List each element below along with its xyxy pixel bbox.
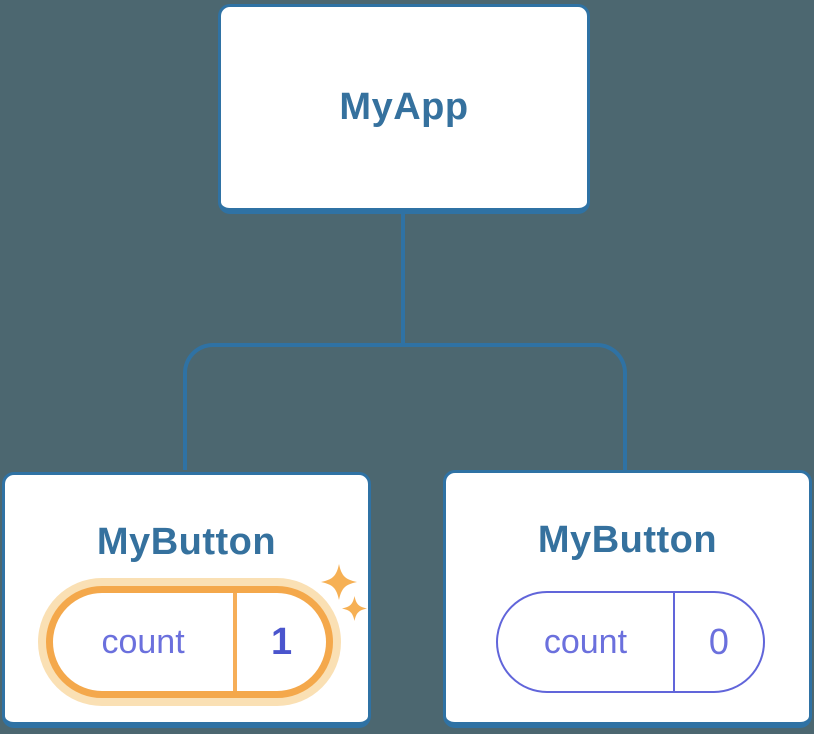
sparkle-icon-small (342, 596, 367, 621)
connector-children-branch (183, 343, 627, 470)
sparkle-icon-large (321, 564, 357, 600)
state-value-cell: 0 (675, 593, 763, 691)
tree-node-child-left: MyButton count 1 (2, 472, 371, 728)
state-key-cell: count (53, 593, 238, 691)
state-value: 1 (271, 620, 293, 663)
state-pill: count 0 (496, 591, 765, 693)
tree-node-root: MyApp (218, 4, 590, 214)
connector-parent-stem (401, 210, 405, 347)
state-key-cell: count (498, 593, 675, 691)
state-value: 0 (708, 621, 729, 662)
state-key-label: count (543, 622, 628, 661)
state-value-cell: 1 (237, 593, 326, 691)
root-node-label: MyApp (339, 86, 469, 128)
tree-node-child-right: MyButton count 0 (443, 470, 812, 728)
child-node-label: MyButton (96, 521, 277, 563)
state-key-label: count (101, 622, 185, 661)
state-pill-highlighted: count 1 (46, 586, 333, 698)
child-node-label: MyButton (537, 519, 718, 561)
